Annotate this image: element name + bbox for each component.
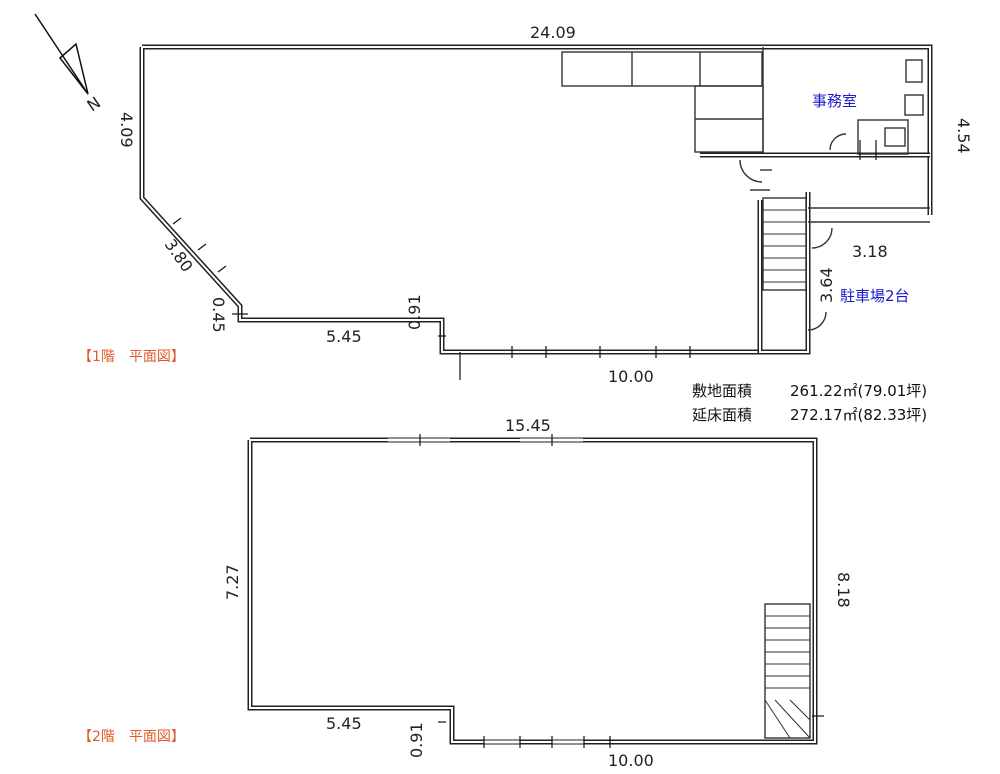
f1-dim-top: 24.09 [530, 23, 576, 42]
f1-dim-step-v2: 0.91 [405, 294, 424, 330]
f1-dim-left: 4.09 [117, 112, 136, 148]
f1-dim-diag: 3.80 [161, 235, 197, 275]
f2-dim-bottom-left: 5.45 [326, 714, 362, 733]
f1-room-parking: 駐車場2台 [840, 287, 910, 305]
f1-dim-right-mid: 3.18 [852, 242, 888, 261]
floor2-plan [247, 434, 824, 748]
floor-area-value: 272.17㎡(82.33坪) [790, 406, 927, 424]
floor-area-label: 延床面積 [692, 406, 752, 424]
f1-dim-right-upper: 4.54 [954, 118, 973, 154]
north-arrow-icon: N [34, 13, 104, 115]
f1-dim-bottom-right: 10.00 [608, 367, 654, 386]
site-area-value: 261.22㎡(79.01坪) [790, 382, 927, 400]
north-label: N [83, 93, 104, 115]
f1-dim-stair: 3.64 [817, 267, 836, 303]
f2-floor-label: 【2階 平面図】 [78, 729, 185, 745]
f2-dim-right: 8.18 [834, 572, 853, 608]
site-area-label: 敷地面積 [692, 382, 752, 400]
f2-dim-top: 15.45 [505, 416, 551, 435]
area-info: 敷地面積 261.22㎡(79.01坪) 延床面積 272.17㎡(82.33坪… [692, 382, 927, 424]
floor1-plan [139, 44, 933, 380]
f1-room-office: 事務室 [812, 92, 857, 110]
f1-dim-bottom-left: 5.45 [326, 327, 362, 346]
f1-dim-step-v: 0.45 [209, 297, 228, 333]
f2-dim-bottom-right: 10.00 [608, 751, 654, 770]
f1-floor-label: 【1階 平面図】 [78, 349, 185, 365]
f2-dim-left: 7.27 [223, 564, 242, 600]
f2-dim-step-v: 0.91 [407, 722, 426, 758]
